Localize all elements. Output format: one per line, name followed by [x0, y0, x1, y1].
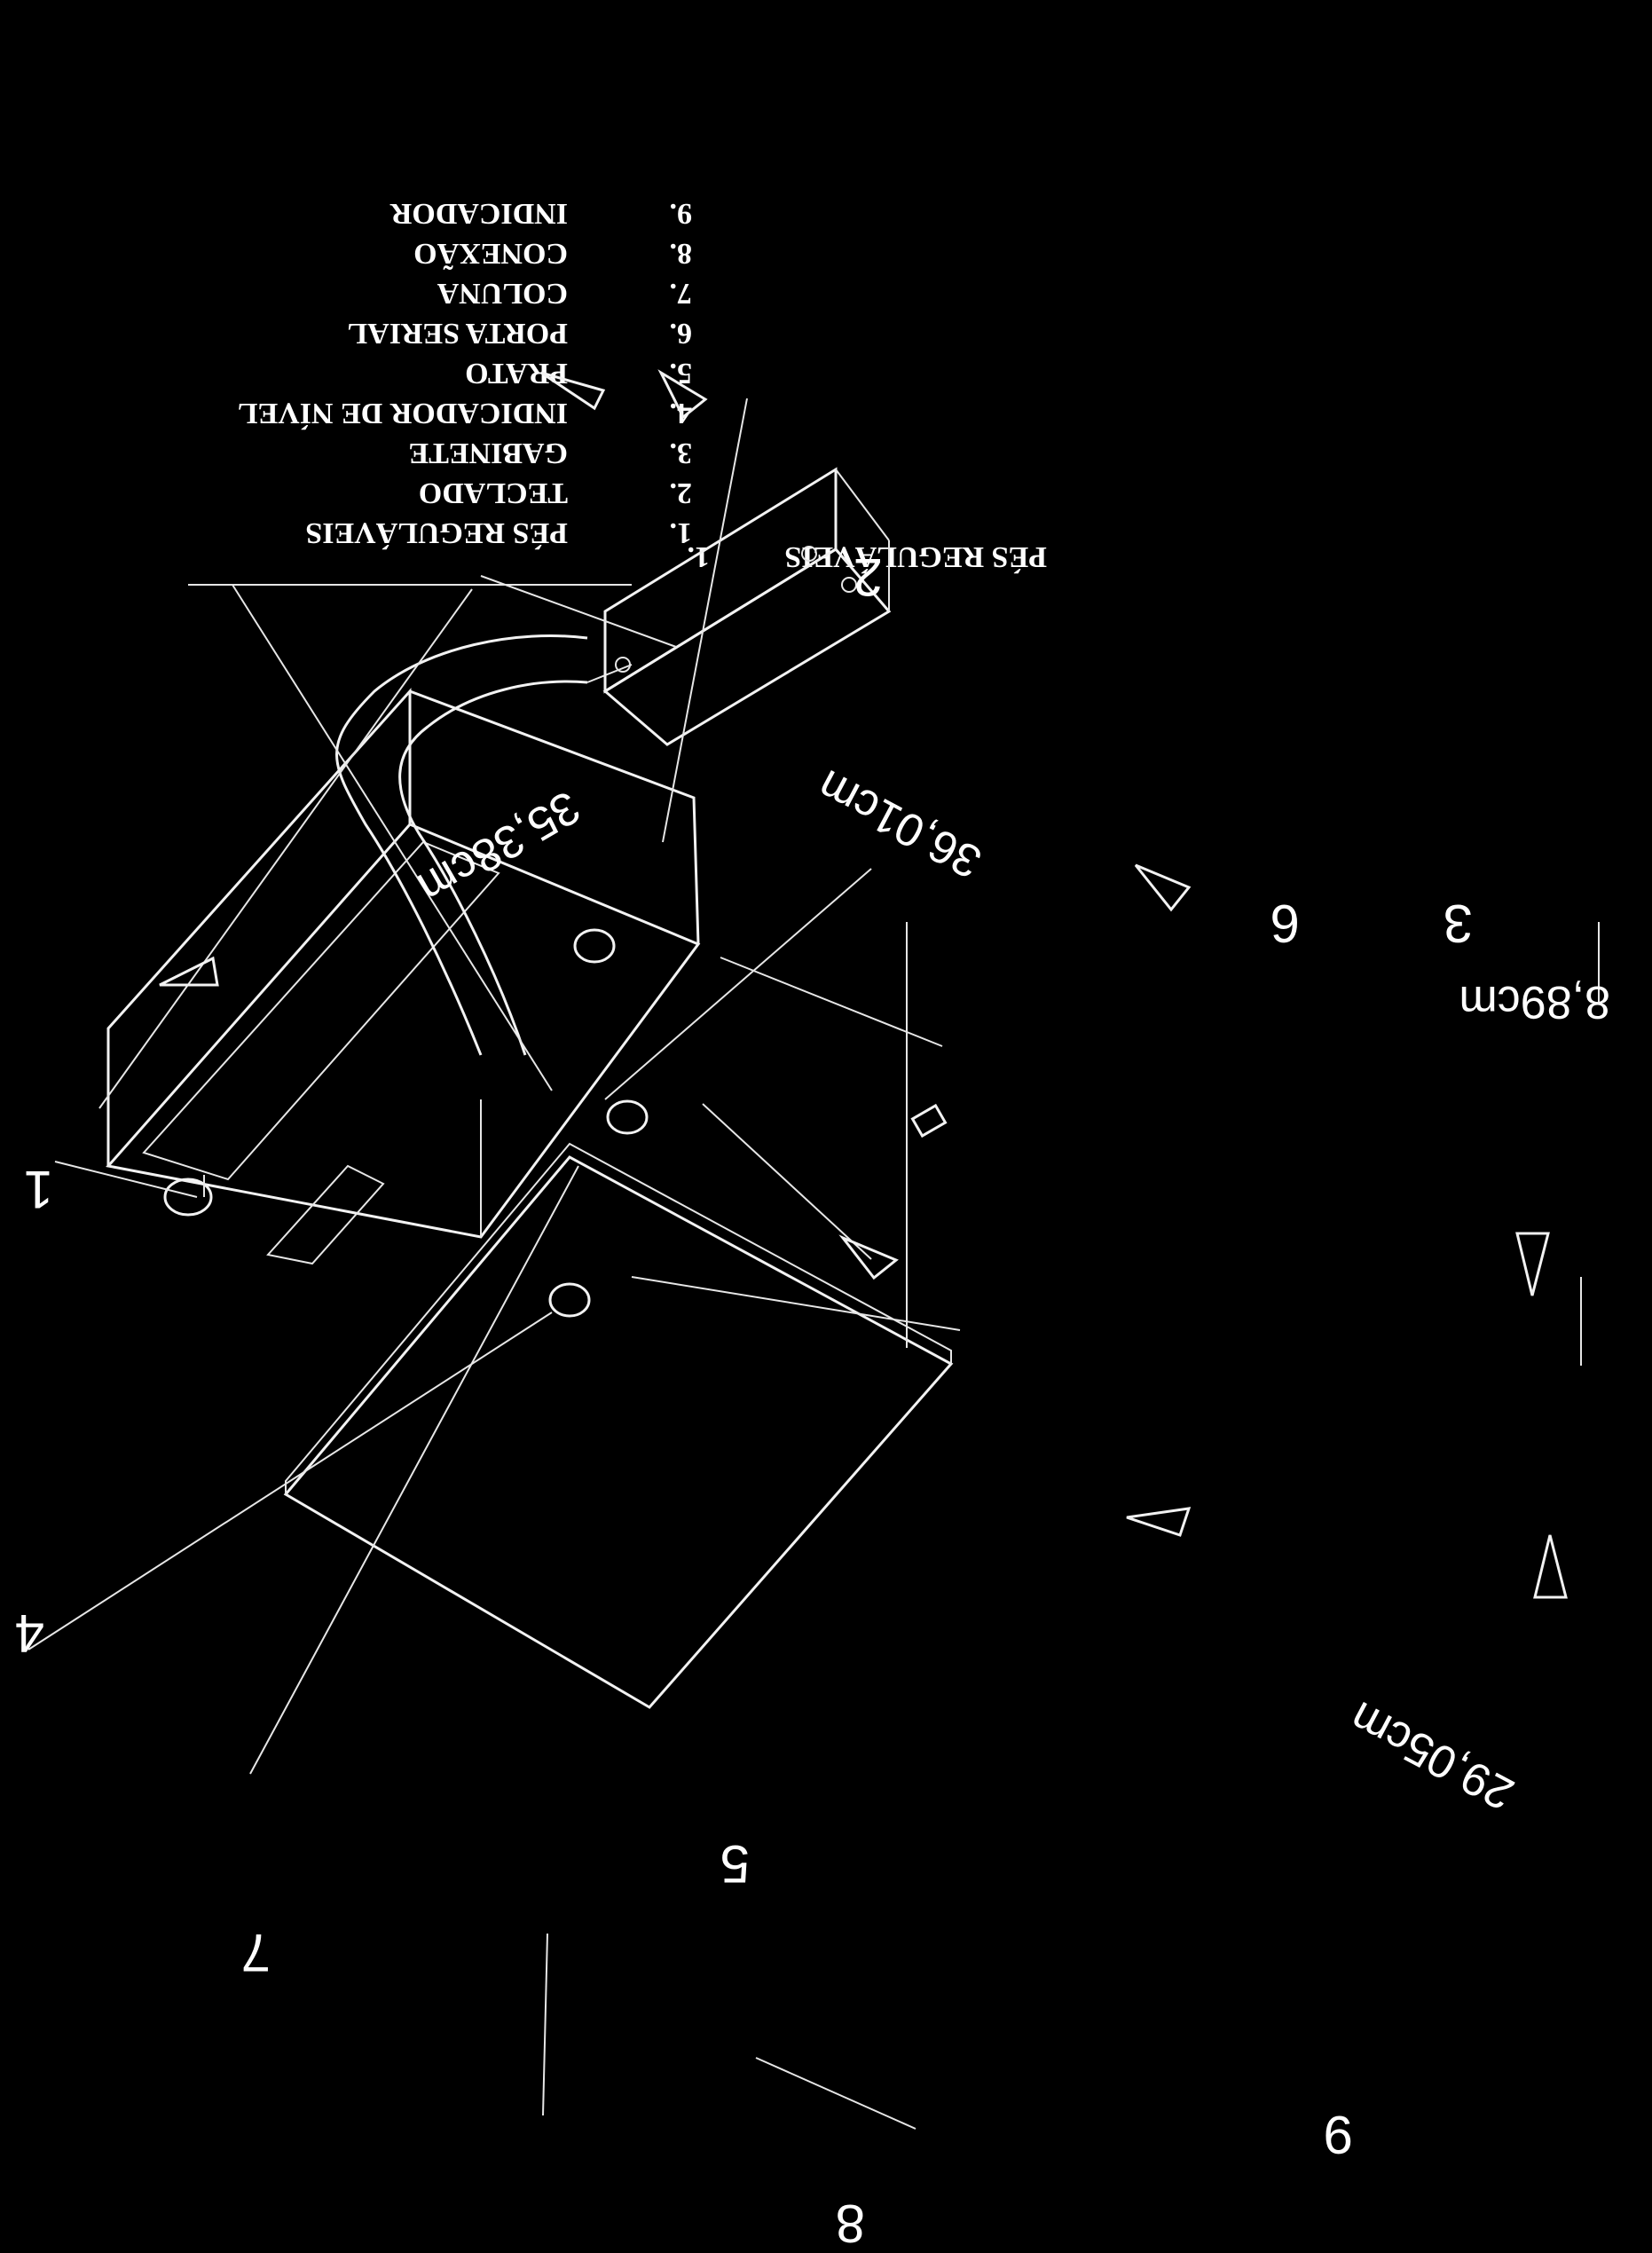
legend-text-3: GABINETE — [409, 437, 569, 469]
legend-text-4: INDICADOR DE NÍVEL — [238, 397, 568, 429]
legend-text-1: PÉS REGULÁVEIS — [784, 540, 1047, 573]
arrowhead — [1134, 863, 1192, 912]
dimension-height: 8,89cm — [1459, 976, 1610, 1028]
dimension-lines — [98, 575, 1600, 1366]
arrowheads — [159, 369, 1568, 1599]
legend-text-5: PRATO — [465, 357, 568, 390]
arrowhead — [1533, 1534, 1568, 1599]
dimension-width-right: 36,01cm — [809, 760, 989, 888]
arrowhead — [1126, 1507, 1192, 1537]
arrowhead — [838, 1234, 899, 1280]
legend-num-3: 3. — [670, 437, 693, 469]
serial-port — [910, 1103, 948, 1138]
callout-7: 7 — [241, 1923, 271, 1982]
column-tube — [335, 634, 588, 1056]
legend-block: 1. PÉS REGULÁVEIS 2. TECLADO 3. GABINETE… — [238, 197, 692, 549]
legend-text-8: CONEXÃO — [413, 237, 568, 270]
callout-3: 3 — [1444, 894, 1473, 953]
legend-text-1: PÉS REGULÁVEIS — [305, 516, 568, 549]
callout-5: 5 — [720, 1834, 750, 1894]
legend-num-1: 1. — [688, 540, 711, 573]
callout-9: 9 — [1324, 2105, 1353, 2164]
indicator-screw — [615, 657, 631, 673]
legend-text-2: TECLADO — [419, 477, 568, 509]
platter-rim — [285, 1142, 952, 1494]
legend-num-6: 6. — [670, 317, 693, 350]
callout-2: 2 — [854, 547, 883, 607]
legend-num-9: 9. — [670, 197, 693, 230]
adjustable-foot-back — [573, 928, 616, 964]
cabinet-left-side — [106, 688, 412, 1166]
indicator-drawing — [602, 467, 892, 746]
legend-num-7: 7. — [670, 277, 693, 310]
indicator-front — [603, 467, 838, 694]
callout-4: 4 — [15, 1603, 44, 1663]
level-indicator-bubble — [548, 1282, 591, 1318]
column-tube-inner — [398, 680, 588, 1056]
legend-num-8: 8. — [670, 237, 693, 270]
leader-lines — [28, 398, 916, 2130]
callout-1: 1 — [24, 1160, 53, 1219]
legend-text-9: INDICADOR — [389, 197, 568, 230]
callout-6: 6 — [1270, 894, 1300, 953]
column-drawing — [335, 634, 633, 1056]
legend-text-7: COLUNA — [437, 277, 568, 310]
callout-8: 8 — [836, 2194, 865, 2253]
arrowhead — [159, 956, 219, 987]
cabinet-right-side — [409, 689, 700, 945]
cabinet-drawing — [106, 688, 954, 1709]
legend-num-2: 2. — [670, 477, 693, 509]
adjustable-foot-left — [163, 1175, 213, 1217]
display-window — [266, 1164, 385, 1265]
connection-cable — [586, 664, 633, 683]
arrowhead — [657, 369, 708, 420]
keyboard-panel — [142, 840, 500, 1181]
arrowhead — [1515, 1232, 1550, 1296]
dimension-platter: 29,05cm — [1341, 1691, 1522, 1820]
legend-text-6: PORTA SERIAL — [347, 317, 568, 350]
adjustable-foot-right — [606, 1099, 649, 1135]
legend-num-1: 1. — [670, 516, 693, 549]
arrowhead — [540, 371, 606, 411]
legend: 1. PÉS REGULÁVEIS — [688, 540, 1048, 573]
